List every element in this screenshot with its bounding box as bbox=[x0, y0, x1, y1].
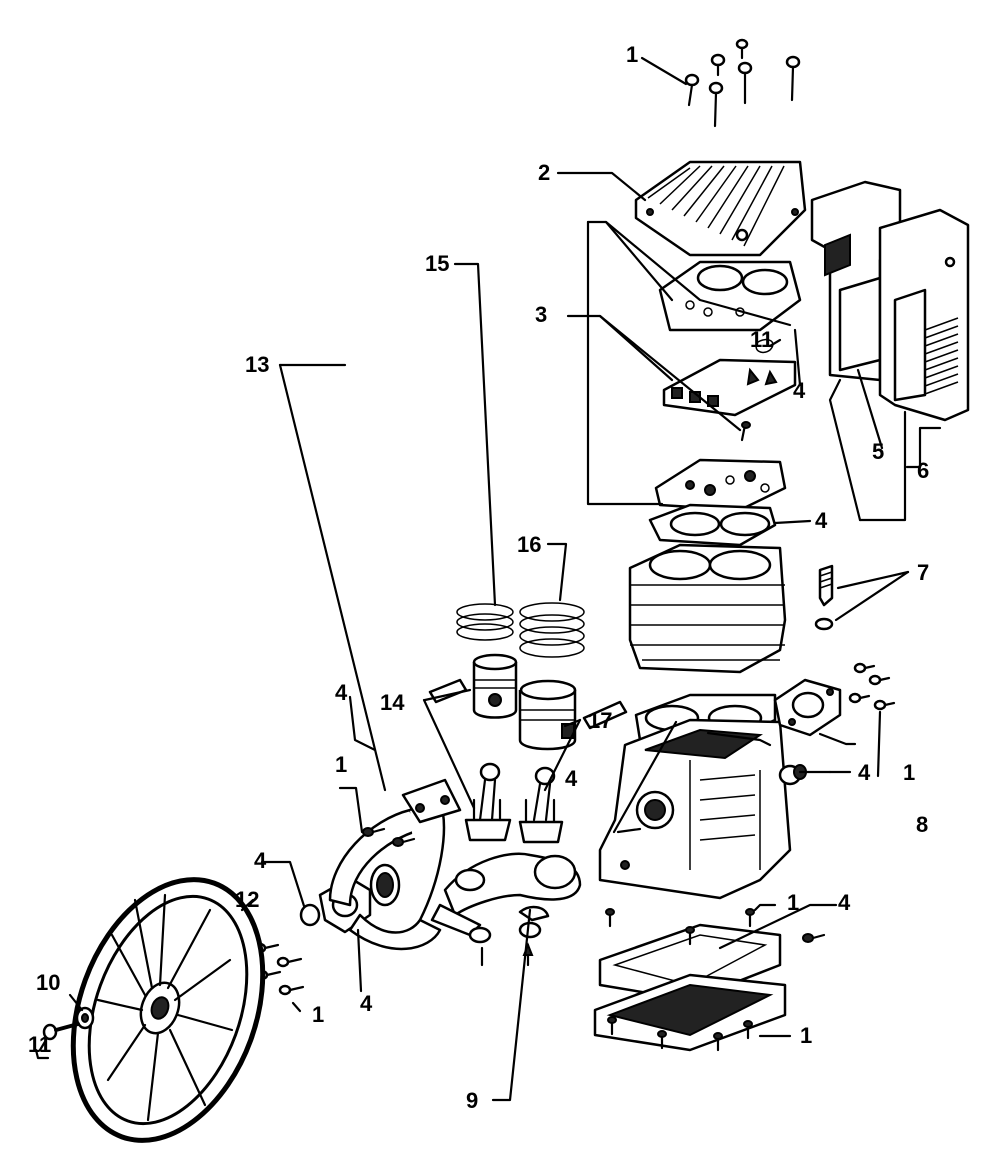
cylinder-block bbox=[628, 543, 787, 674]
callout-4-bracket: 4 bbox=[335, 680, 348, 705]
flywheel-bolt bbox=[42, 1022, 80, 1041]
bearing-carrier-right bbox=[773, 678, 842, 737]
callout-12: 12 bbox=[235, 887, 259, 912]
base-plate bbox=[593, 973, 787, 1052]
lifting-bracket bbox=[328, 778, 462, 951]
guard-vents bbox=[924, 317, 959, 395]
connecting-rod-1 bbox=[464, 762, 512, 842]
valve-pin bbox=[740, 421, 751, 442]
callout-4-base-gasket: 4 bbox=[565, 766, 578, 791]
callout-1-top: 1 bbox=[626, 42, 638, 67]
callout-8: 8 bbox=[916, 812, 928, 837]
valve-reed bbox=[755, 338, 774, 354]
callout-9: 9 bbox=[466, 1088, 478, 1113]
callout-4-carrier-right: 4 bbox=[858, 760, 871, 785]
callout-4-seal: 4 bbox=[360, 991, 373, 1016]
cylinder-gasket bbox=[648, 503, 777, 547]
callout-1-base-plate: 1 bbox=[800, 1023, 812, 1048]
seal-disk bbox=[369, 863, 401, 907]
head-gasket-upper bbox=[658, 260, 802, 332]
belt-guard-front bbox=[878, 208, 970, 422]
connecting-rod-2 bbox=[518, 766, 564, 844]
callout-14: 14 bbox=[380, 690, 405, 715]
head-bolts bbox=[684, 38, 801, 128]
breather bbox=[814, 564, 834, 631]
callout-11-valve: 11 bbox=[750, 327, 773, 352]
callout-5: 5 bbox=[872, 439, 884, 464]
callout-labels: 1 2 3 4 11 5 6 4 15 16 7 4 13 14 17 1 4 … bbox=[28, 42, 929, 1113]
flywheel bbox=[70, 877, 266, 1143]
base-plate-bolts bbox=[605, 908, 826, 1052]
callout-1-bracket: 1 bbox=[335, 752, 347, 777]
callout-11-bolt: 11 bbox=[28, 1032, 51, 1057]
callout-1-crankcase: 1 bbox=[787, 890, 799, 915]
belt-guard-back bbox=[810, 180, 902, 382]
callout-10: 10 bbox=[36, 970, 60, 995]
callout-4-base-plate: 4 bbox=[838, 890, 851, 915]
crankcase bbox=[598, 718, 792, 900]
oil-plug bbox=[778, 764, 807, 786]
callout-6: 6 bbox=[917, 458, 929, 483]
callout-4-carrier-left: 4 bbox=[254, 848, 267, 873]
piston-rings-small bbox=[456, 603, 514, 641]
callout-17: 17 bbox=[588, 708, 612, 733]
piston-large bbox=[518, 679, 577, 751]
rod-caps bbox=[468, 905, 550, 967]
washer bbox=[75, 1006, 95, 1030]
callout-16: 16 bbox=[517, 532, 541, 557]
valve-plate-lower bbox=[654, 458, 787, 512]
callout-13: 13 bbox=[245, 352, 269, 377]
piston-small bbox=[472, 653, 518, 719]
callout-2: 2 bbox=[538, 160, 550, 185]
crankshaft bbox=[430, 852, 582, 937]
leader-lines bbox=[34, 56, 942, 1102]
callout-1-carrier-left: 1 bbox=[312, 1002, 324, 1027]
carrier-bolts-right bbox=[848, 662, 896, 711]
valve-plate bbox=[662, 358, 797, 417]
callout-1-carrier-right: 1 bbox=[903, 760, 915, 785]
cylinder-head bbox=[634, 160, 807, 257]
callout-4-head-gasket: 4 bbox=[793, 378, 806, 403]
wrist-pin-large bbox=[582, 700, 628, 730]
callout-15: 15 bbox=[425, 251, 449, 276]
callout-7: 7 bbox=[917, 560, 929, 585]
flywheel-spokes bbox=[96, 893, 234, 1122]
callout-4-cyl-gasket: 4 bbox=[815, 508, 828, 533]
piston-rings-large bbox=[519, 602, 585, 658]
callout-3: 3 bbox=[535, 302, 547, 327]
